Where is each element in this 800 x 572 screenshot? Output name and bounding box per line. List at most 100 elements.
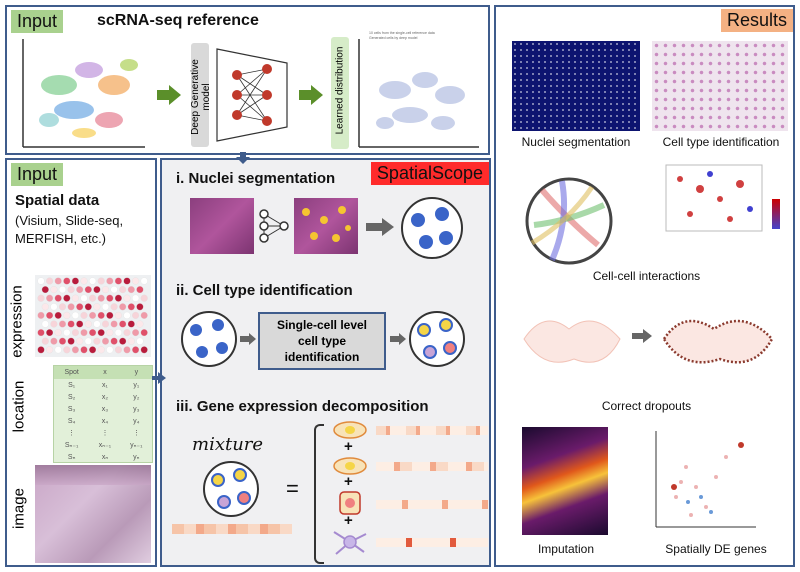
expression-spot [110, 286, 118, 294]
expression-spot [97, 346, 105, 354]
expression-spot [101, 320, 110, 328]
arrow-right-icon-3 [366, 218, 394, 236]
mini-legend-1: 10 cells from the single-cell reference … [369, 31, 435, 35]
expression-spot [67, 320, 75, 328]
learned-distribution-label: Learned distribution [334, 46, 346, 135]
left-input-panel: Input Spatial data (Visium, Slide-seq, M… [5, 158, 157, 567]
expression-spot [58, 337, 67, 345]
expression-bar-3 [376, 500, 488, 509]
expression-spot [67, 337, 75, 345]
expression-spot [76, 337, 84, 345]
expression-spot [63, 311, 71, 319]
plus-sign-1: + [344, 438, 353, 455]
down-arrow-icon [236, 152, 250, 164]
location-table-cell: x₁ [102, 381, 108, 389]
expression-spot [46, 277, 54, 285]
expression-spot [54, 277, 62, 285]
expression-spot [93, 337, 101, 345]
expression-bar-1 [376, 426, 488, 435]
top-input-panel: Input scRNA-seq reference Deep Generativ… [5, 5, 490, 155]
expression-spot [63, 346, 71, 354]
expression-spot [63, 294, 71, 302]
imputation-image [522, 427, 608, 535]
expression-spot [89, 294, 97, 302]
location-header-y: y [134, 369, 139, 376]
mixture-label: mixture [192, 434, 264, 455]
cell-circle-labeled [409, 311, 465, 367]
cell-circle-unlabeled [181, 311, 237, 367]
location-table-cell: ⋮ [68, 430, 76, 437]
expression-spot [114, 311, 122, 319]
expression-spot [101, 286, 110, 294]
expression-spot [106, 294, 114, 302]
expression-spot [37, 311, 45, 319]
tissue-image-segmented [294, 198, 358, 254]
location-table-cell: y₁ [133, 381, 140, 389]
arrow-right-icon [157, 85, 181, 105]
mixture-expression-bar [172, 524, 292, 534]
expression-spot [140, 294, 148, 302]
expression-spot [37, 294, 45, 302]
expression-spot [136, 337, 144, 345]
expression-spot [71, 277, 79, 285]
expression-spot [89, 346, 97, 354]
expression-spot [71, 329, 79, 337]
location-table-cell: xₙ [101, 454, 109, 461]
caption-correct-dropouts: Correct dropouts [601, 399, 692, 413]
expression-spot [132, 329, 140, 337]
location-table-cell: x₂ [101, 393, 109, 401]
caption-nuclei-segmentation: Nuclei segmentation [521, 135, 631, 149]
expression-spot [93, 320, 101, 328]
input-tag-left: Input [11, 163, 64, 186]
expression-spot [136, 303, 144, 311]
location-table-cell: S₁ [68, 381, 76, 389]
expression-spot [97, 277, 105, 285]
location-table-cell: S₃ [67, 405, 76, 413]
expression-spot [67, 286, 75, 294]
equals-sign: = [286, 476, 299, 501]
expression-spot [136, 320, 144, 328]
expression-spot [50, 320, 58, 328]
expression-spot [89, 277, 97, 285]
expression-spot [114, 277, 122, 285]
expression-spot [127, 320, 135, 328]
expression-spot [80, 346, 88, 354]
expression-spot [123, 346, 131, 354]
expression-spot [58, 286, 67, 294]
right-arrow-icon [152, 372, 166, 384]
learned-distribution-plot [358, 39, 479, 148]
expression-spot [132, 294, 140, 302]
expression-spot [132, 311, 140, 319]
expression-spot [54, 329, 62, 337]
expression-spot [110, 303, 118, 311]
expression-spot [54, 294, 62, 302]
row-label-location: location [10, 380, 28, 433]
expression-spot [37, 329, 45, 337]
expression-spot [123, 329, 131, 337]
expression-spot [114, 346, 122, 354]
location-header-x: x [103, 369, 107, 376]
cell-component-3-icon [339, 491, 361, 515]
expression-spot [71, 311, 79, 319]
expression-spot [76, 320, 84, 328]
expression-spot [97, 311, 105, 319]
plus-sign-2: + [344, 473, 353, 490]
expression-spot [106, 277, 114, 285]
location-table-cell: y₂ [133, 393, 140, 401]
expression-spot [54, 346, 62, 354]
expression-spot [106, 346, 114, 354]
location-table-cell: xₙ₋₁ [98, 442, 112, 449]
expression-spot [46, 311, 54, 319]
step-nuclei-segmentation: i. Nuclei segmentation [176, 170, 336, 187]
expression-spot [71, 346, 79, 354]
expression-spot [106, 329, 114, 337]
expression-spot [67, 303, 75, 311]
expression-spot [140, 311, 148, 319]
expression-spot [84, 286, 92, 294]
location-table-row: S₁ x₁ y₁ [54, 379, 152, 391]
tissue-image-raw [190, 198, 254, 254]
correct-dropouts-after [662, 319, 774, 364]
expression-spot [46, 346, 54, 354]
